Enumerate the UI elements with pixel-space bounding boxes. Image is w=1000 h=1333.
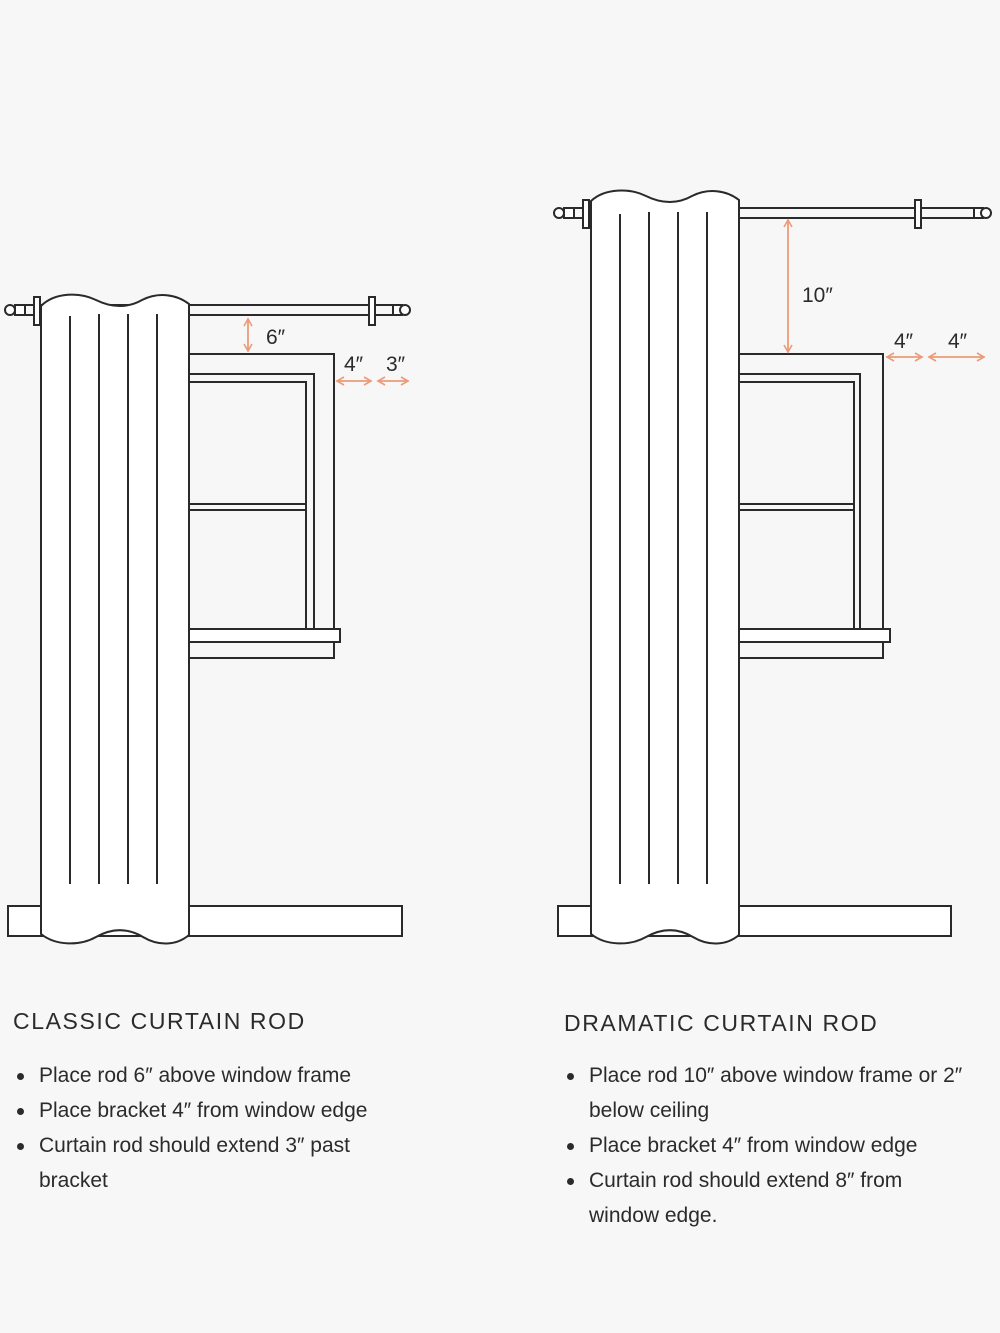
dramatic-bullet-item: Curtain rod should extend 8″ from window… [564,1163,959,1233]
classic-measure-bracket-label: 4″ [344,353,364,376]
dramatic-bullet-list: Place rod 10″ above window frame or 2″ b… [564,1058,984,1233]
classic-rod-finial-left [4,304,16,316]
classic-window [187,353,341,659]
classic-illustration: 6″ 4″ 3″ [4,293,411,945]
classic-rod-bracket-right [368,296,376,326]
dramatic-curtain-panel [590,189,740,945]
dramatic-title: DRAMATIC CURTAIN ROD [564,1010,879,1036]
classic-bullet-item: Place rod 6″ above window frame [14,1058,434,1093]
classic-rod-bracket-left [33,296,41,326]
dramatic-rod-finial-left [553,207,565,219]
dramatic-bullet-item: Place rod 10″ above window frame or 2″ b… [564,1058,984,1128]
dramatic-window [737,353,891,659]
dramatic-bullet-item: Place bracket 4″ from window edge [564,1128,984,1163]
classic-curtain-panel [40,293,190,945]
classic-title: CLASSIC CURTAIN ROD [13,1008,306,1034]
classic-bullet-item: Place bracket 4″ from window edge [14,1093,434,1128]
classic-bullet-list: Place rod 6″ above window frame Place br… [14,1058,434,1198]
classic-measure-extend-label: 3″ [386,353,406,376]
dramatic-measure-above-label: 10″ [802,284,833,307]
dramatic-illustration: 10″ 4″ 4″ [553,189,992,945]
dramatic-rod-bracket-left [582,199,590,229]
dramatic-rod-bracket-right [914,199,922,229]
dramatic-rod-finial-right [980,207,992,219]
dramatic-measure-extend-label: 4″ [948,330,968,353]
classic-rod-finial-right [399,304,411,316]
dramatic-measure-bracket-label: 4″ [894,330,914,353]
classic-measure-above-label: 6″ [266,326,286,349]
classic-bullet-item: Curtain rod should extend 3″ past bracke… [14,1128,399,1198]
